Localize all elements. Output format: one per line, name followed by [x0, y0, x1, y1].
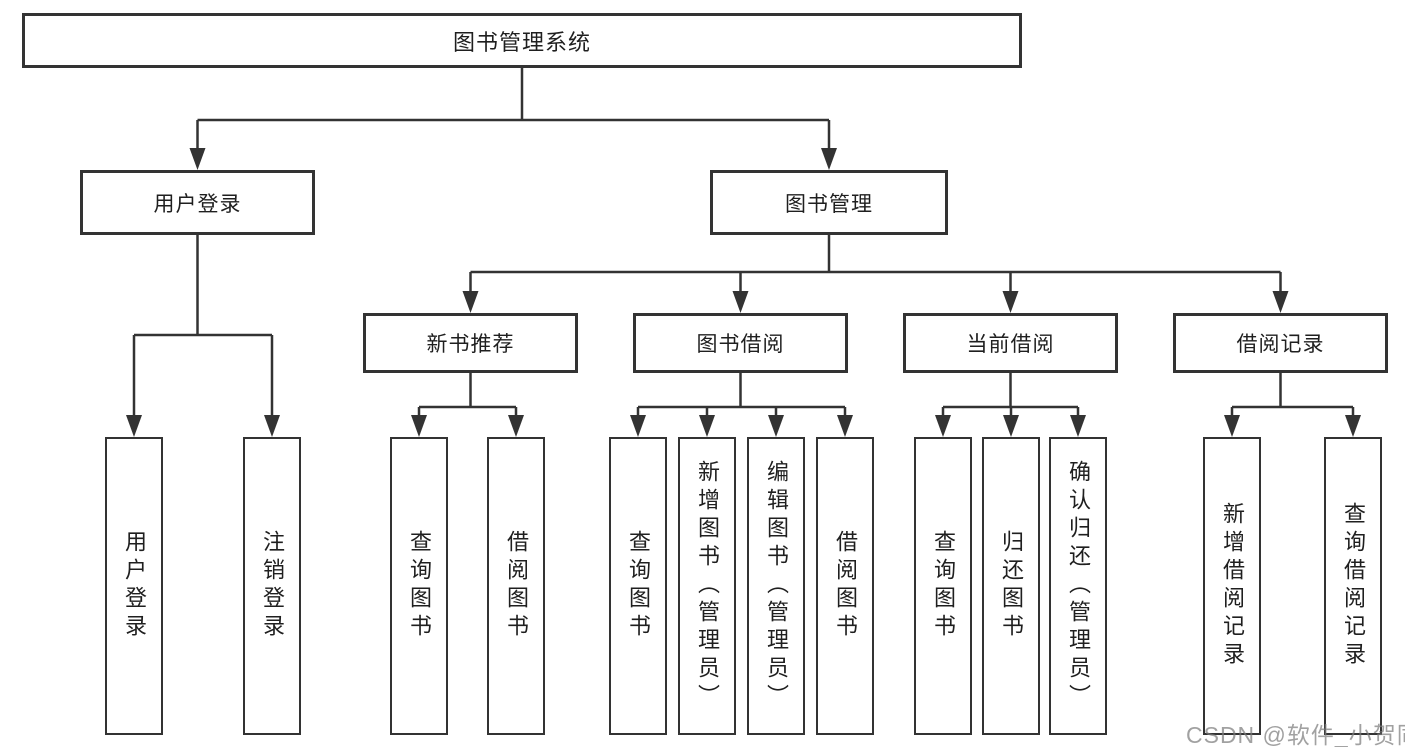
node-leaf-query-borrow-record: 查询借阅记录 — [1324, 437, 1382, 735]
node-label: 借阅图书 — [833, 530, 858, 642]
node-label: 查询图书 — [931, 530, 956, 642]
node-leaf-edit-books-admin: 编辑图书（管理员） — [747, 437, 805, 735]
node-label: 查询图书 — [407, 530, 432, 642]
node-leaf-query-books-recommend: 查询图书 — [390, 437, 448, 735]
node-label: 注销登录 — [260, 530, 285, 642]
arrowhead-icons — [126, 148, 1361, 437]
node-leaf-confirm-return-admin: 确认归还（管理员） — [1049, 437, 1107, 735]
node-label: 新增图书（管理员） — [695, 460, 720, 712]
node-label: 用户登录 — [153, 192, 242, 216]
node-label: 图书管理 — [785, 192, 873, 216]
node-label: 确认归还（管理员） — [1066, 460, 1091, 712]
node-book-borrow: 图书借阅 — [633, 313, 848, 373]
node-leaf-query-books-borrow: 查询图书 — [609, 437, 667, 735]
node-book-management: 图书管理 — [710, 170, 948, 235]
node-label: 新书推荐 — [426, 333, 515, 356]
node-leaf-logout: 注销登录 — [243, 437, 301, 735]
node-leaf-borrow-books: 借阅图书 — [816, 437, 874, 735]
node-leaf-borrow-books-recommend: 借阅图书 — [487, 437, 545, 735]
node-label: 借阅图书 — [504, 530, 529, 642]
node-leaf-add-books-admin: 新增图书（管理员） — [678, 437, 736, 735]
node-current-borrow: 当前借阅 — [903, 313, 1118, 373]
node-label: 图书管理系统 — [452, 29, 591, 55]
node-leaf-return-books: 归还图书 — [982, 437, 1040, 735]
node-label: 查询借阅记录 — [1341, 502, 1366, 670]
node-leaf-query-books-current: 查询图书 — [914, 437, 972, 735]
node-label: 图书借阅 — [696, 333, 785, 356]
node-label: 当前借阅 — [966, 333, 1055, 356]
node-new-book-recommend: 新书推荐 — [363, 313, 578, 373]
node-borrow-records: 借阅记录 — [1173, 313, 1388, 373]
node-label: 归还图书 — [999, 530, 1024, 642]
node-library-management-system: 图书管理系统 — [22, 13, 1022, 68]
node-label: 用户登录 — [122, 530, 147, 642]
node-user-login: 用户登录 — [80, 170, 315, 235]
watermark: CSDN @软件_小贺同学 — [1186, 722, 1405, 747]
node-label: 编辑图书（管理员） — [764, 460, 789, 712]
node-label: 查询图书 — [626, 530, 651, 642]
node-label: 借阅记录 — [1236, 333, 1325, 356]
node-label: 新增借阅记录 — [1220, 502, 1245, 670]
node-leaf-user-login: 用户登录 — [105, 437, 163, 735]
node-leaf-add-borrow-record: 新增借阅记录 — [1203, 437, 1261, 735]
